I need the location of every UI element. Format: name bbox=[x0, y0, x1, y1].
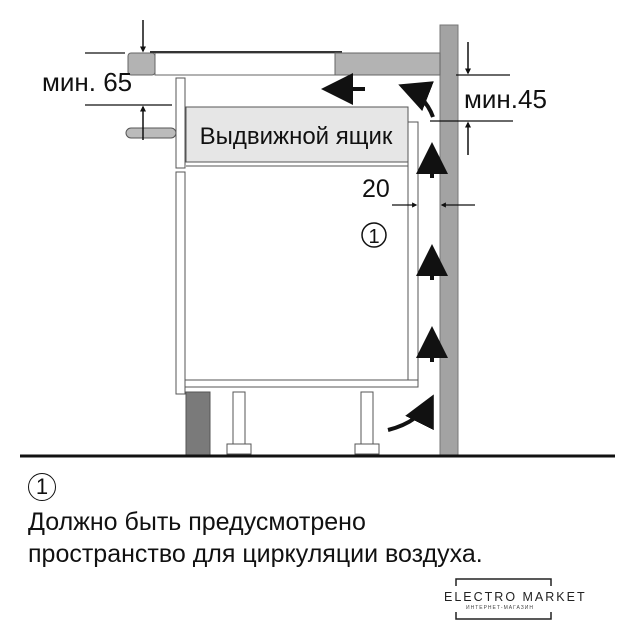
dim-top-label: мин. 65 bbox=[42, 67, 132, 97]
cabinet bbox=[125, 77, 419, 456]
marker-label: 1 bbox=[368, 226, 379, 248]
marker-circle bbox=[361, 222, 387, 248]
airflow-arrows bbox=[321, 73, 448, 432]
wall bbox=[439, 24, 459, 456]
dim-gap-label: 20 bbox=[362, 175, 390, 203]
countertop bbox=[127, 51, 441, 76]
drawer-label: Выдвижной ящик bbox=[200, 123, 393, 150]
watermark-logo: ELECTRO MARKET ИНТЕРНЕТ-МАГАЗИН bbox=[444, 578, 585, 620]
logo-brand: ELECTRO MARKET bbox=[444, 590, 587, 604]
legend-line-1: Должно быть предусмотрено bbox=[28, 508, 366, 536]
legend-line-2: пространство для циркуляции воздуха. bbox=[28, 540, 483, 568]
dimension-min-45 bbox=[430, 42, 513, 155]
drawer-knob bbox=[125, 127, 177, 139]
legend-marker: 1 bbox=[28, 472, 56, 501]
plinth bbox=[185, 391, 211, 456]
logo-frame bbox=[455, 578, 552, 620]
legend-marker-label: 1 bbox=[28, 473, 56, 501]
logo-sub: ИНТЕРНЕТ-МАГАЗИН bbox=[466, 605, 534, 611]
dimension-min-65 bbox=[85, 20, 172, 140]
dim-right-label: мин.45 bbox=[464, 84, 547, 114]
arrow-curve-icon bbox=[387, 394, 434, 432]
arrow-curve-icon bbox=[398, 81, 435, 118]
